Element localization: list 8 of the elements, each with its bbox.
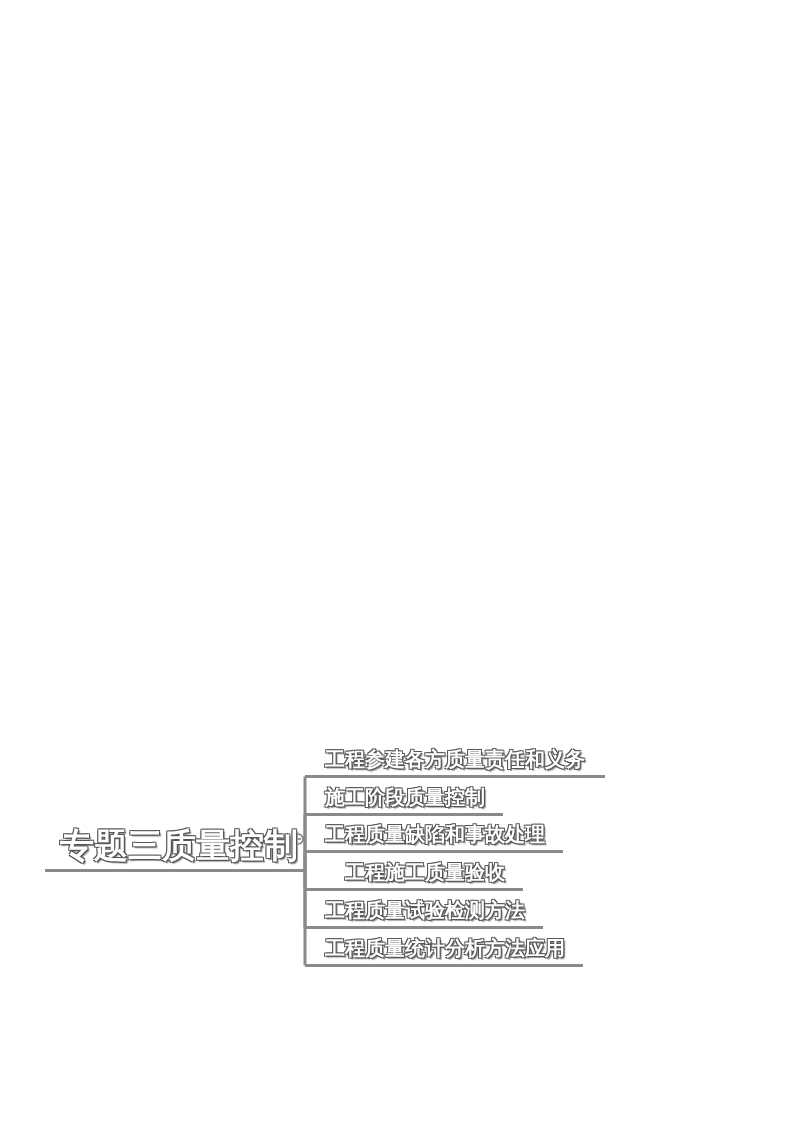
topic-text: 工程质量缺陷和事故处理 xyxy=(325,823,545,846)
topic-text: 工程施工质量验收 xyxy=(345,861,505,884)
topic-text: 工程质量统计分析方法应用 xyxy=(325,937,565,960)
topic-text: 工程质量试验检测方法 xyxy=(325,899,525,922)
topic-text: 专题三质量控制 xyxy=(60,825,298,865)
topic-text: 施工阶段质量控制 xyxy=(325,786,485,809)
topic-text: 工程参建各方质量责任和义务 xyxy=(325,748,585,771)
branch-line xyxy=(295,869,307,967)
